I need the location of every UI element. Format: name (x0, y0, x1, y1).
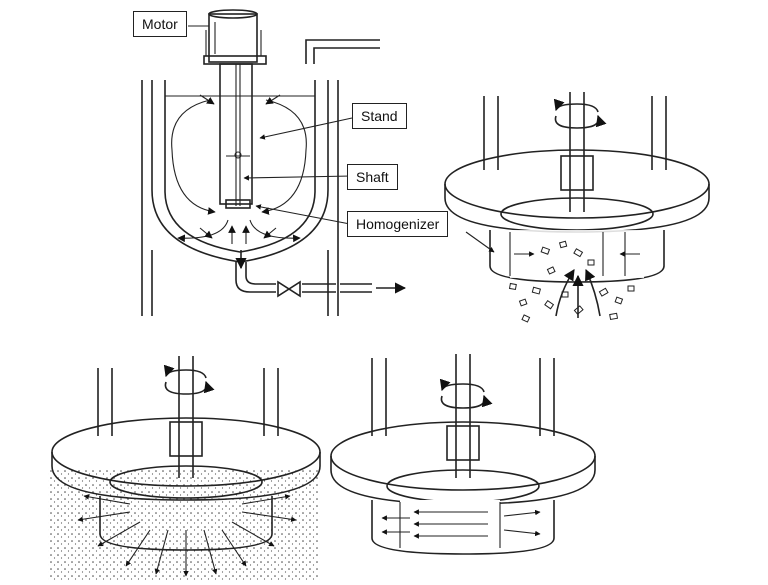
homogenizer-internal-flow-view (330, 354, 596, 555)
motor-label: Motor (133, 11, 187, 37)
dispersion-arrows (77, 494, 297, 577)
tank-cross-section (141, 9, 407, 316)
homogenizer-label: Homogenizer (347, 211, 449, 237)
rotation-arrow-icon (554, 114, 607, 129)
internal-flow-arrows (381, 509, 541, 539)
rotation-arrow-icon (440, 394, 493, 409)
homogenizer-dispersion-view (48, 356, 321, 580)
motor-icon (208, 13, 258, 63)
homogenizer-intake-view (444, 92, 710, 323)
stand-label: Stand (352, 103, 407, 129)
shaft-label: Shaft (347, 164, 398, 190)
homogenizer-head (225, 199, 251, 209)
particles (508, 240, 635, 323)
valve-icon (277, 280, 301, 298)
rotation-arrow-icon (164, 380, 215, 395)
